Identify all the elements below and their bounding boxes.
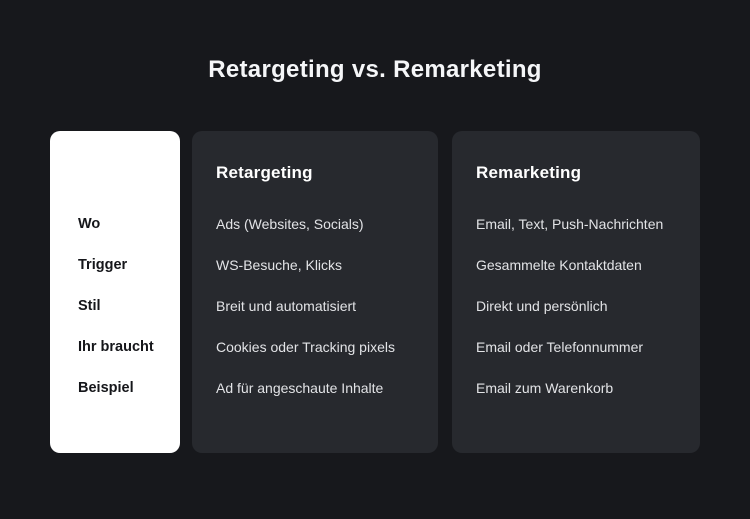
row-label-stil: Stil	[78, 297, 101, 314]
remarketing-cell-stil: Direkt und persönlich	[476, 297, 608, 314]
retargeting-card: Retargeting Ads (Websites, Socials) WS-B…	[192, 131, 438, 453]
retargeting-cell-ihr-braucht: Cookies oder Tracking pixels	[216, 338, 395, 355]
remarketing-column-header: Remarketing	[476, 163, 582, 182]
row-label-trigger: Trigger	[78, 256, 128, 273]
retargeting-cell-stil: Breit und automatisiert	[216, 297, 357, 314]
remarketing-cell-trigger: Gesammelte Kontaktdaten	[476, 256, 642, 273]
retargeting-column-header: Retargeting	[216, 163, 313, 182]
remarketing-cell-wo: Email, Text, Push-Nachrichten	[476, 215, 664, 232]
remarketing-card: Remarketing Email, Text, Push-Nachrichte…	[452, 131, 700, 453]
labels-card-header-spacer	[78, 151, 170, 195]
retargeting-cell-wo: Ads (Websites, Socials)	[216, 215, 364, 232]
row-label-beispiel: Beispiel	[78, 379, 134, 396]
comparison-table: Wo Trigger Stil Ihr braucht Beispiel Ret…	[50, 131, 700, 453]
remarketing-cell-beispiel: Email zum Warenkorb	[476, 379, 614, 396]
retargeting-cell-beispiel: Ad für angeschaute Inhalte	[216, 379, 384, 396]
row-label-wo: Wo	[78, 215, 101, 232]
row-labels-card: Wo Trigger Stil Ihr braucht Beispiel	[50, 131, 180, 453]
row-label-ihr-braucht: Ihr braucht	[78, 338, 154, 355]
page-title: Retargeting vs. Remarketing	[208, 56, 542, 83]
retargeting-cell-trigger: WS-Besuche, Klicks	[216, 256, 343, 273]
remarketing-cell-ihr-braucht: Email oder Telefonnummer	[476, 338, 644, 355]
